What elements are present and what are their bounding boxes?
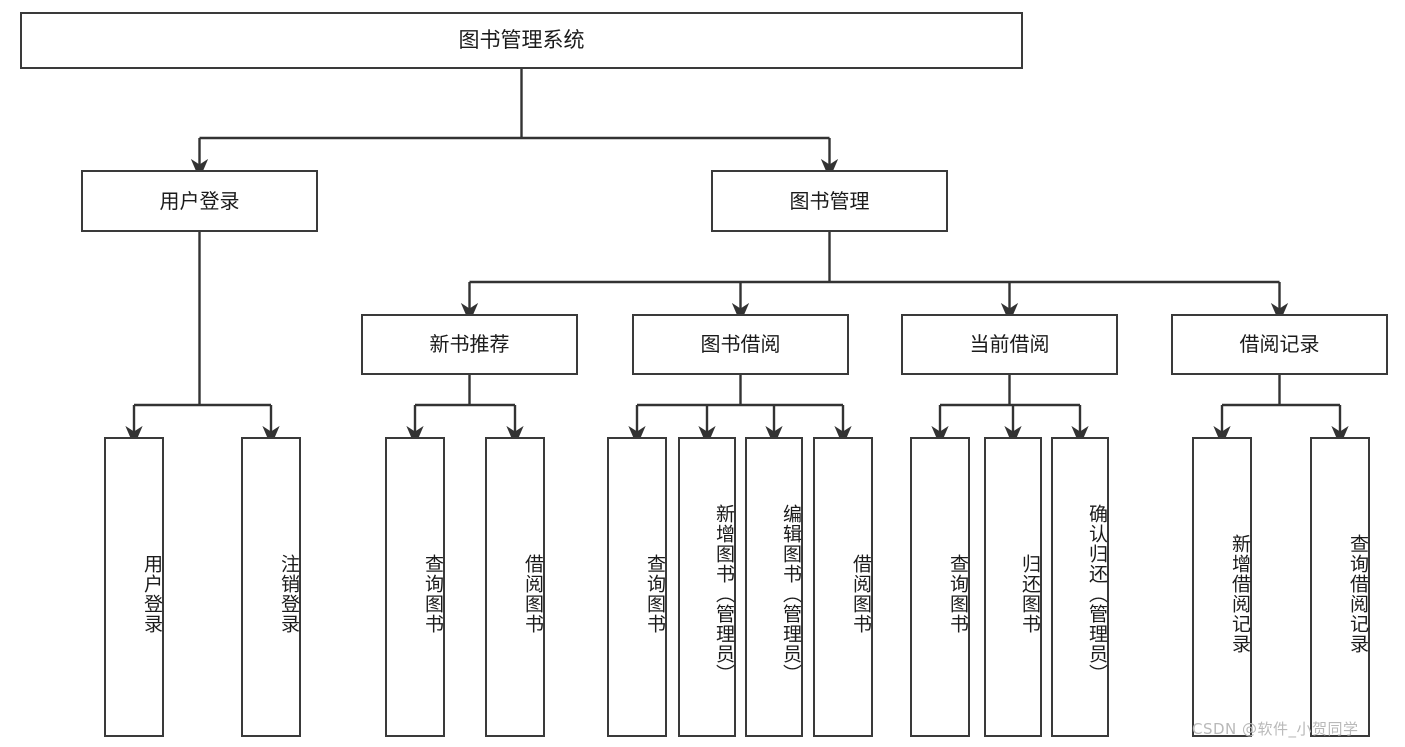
node-user-login[interactable]: 用户登录 bbox=[81, 170, 318, 232]
node-new-book-recommend[interactable]: 新书推荐 bbox=[361, 314, 578, 375]
node-leaf-borrow-book-2-label: 借阅图书 bbox=[850, 554, 872, 634]
node-leaf-edit-book-label: 编辑图书（管理员） bbox=[780, 504, 802, 684]
node-leaf-confirm-return[interactable]: 确认归还（管理员） bbox=[1051, 437, 1109, 737]
node-book-manage-label: 图书管理 bbox=[789, 188, 870, 213]
node-leaf-user-login-label: 用户登录 bbox=[141, 554, 163, 634]
node-leaf-query-record-label: 查询借阅记录 bbox=[1347, 534, 1369, 654]
node-leaf-query-book-2-label: 查询图书 bbox=[644, 554, 666, 634]
node-leaf-logout[interactable]: 注销登录 bbox=[241, 437, 301, 737]
node-leaf-confirm-return-label: 确认归还（管理员） bbox=[1086, 504, 1108, 684]
node-leaf-add-record-label: 新增借阅记录 bbox=[1229, 534, 1251, 654]
node-leaf-user-login[interactable]: 用户登录 bbox=[104, 437, 164, 737]
node-leaf-query-record[interactable]: 查询借阅记录 bbox=[1310, 437, 1370, 737]
node-leaf-logout-label: 注销登录 bbox=[278, 554, 300, 634]
node-leaf-add-book[interactable]: 新增图书（管理员） bbox=[678, 437, 736, 737]
node-leaf-query-book-3[interactable]: 查询图书 bbox=[910, 437, 970, 737]
node-new-book-recommend-label: 新书推荐 bbox=[429, 332, 510, 357]
node-leaf-query-book-3-label: 查询图书 bbox=[947, 554, 969, 634]
node-book-borrow[interactable]: 图书借阅 bbox=[632, 314, 849, 375]
node-leaf-add-record[interactable]: 新增借阅记录 bbox=[1192, 437, 1252, 737]
node-current-borrow[interactable]: 当前借阅 bbox=[901, 314, 1118, 375]
node-leaf-borrow-book-2[interactable]: 借阅图书 bbox=[813, 437, 873, 737]
node-leaf-query-book-2[interactable]: 查询图书 bbox=[607, 437, 667, 737]
csdn-watermark: CSDN @软件_小贺同学 bbox=[1192, 720, 1359, 738]
node-leaf-edit-book[interactable]: 编辑图书（管理员） bbox=[745, 437, 803, 737]
node-leaf-query-book-1[interactable]: 查询图书 bbox=[385, 437, 445, 737]
node-leaf-return-book-label: 归还图书 bbox=[1019, 554, 1041, 634]
node-book-manage[interactable]: 图书管理 bbox=[711, 170, 948, 232]
node-book-borrow-label: 图书借阅 bbox=[700, 332, 781, 357]
node-root-label: 图书管理系统 bbox=[458, 27, 585, 52]
node-user-login-label: 用户登录 bbox=[159, 188, 240, 213]
node-leaf-query-book-1-label: 查询图书 bbox=[422, 554, 444, 634]
node-root[interactable]: 图书管理系统 bbox=[20, 12, 1023, 69]
node-current-borrow-label: 当前借阅 bbox=[969, 332, 1050, 357]
node-borrow-record-label: 借阅记录 bbox=[1239, 332, 1320, 357]
node-leaf-borrow-book-1-label: 借阅图书 bbox=[522, 554, 544, 634]
node-leaf-borrow-book-1[interactable]: 借阅图书 bbox=[485, 437, 545, 737]
node-leaf-return-book[interactable]: 归还图书 bbox=[984, 437, 1042, 737]
node-borrow-record[interactable]: 借阅记录 bbox=[1171, 314, 1388, 375]
node-leaf-add-book-label: 新增图书（管理员） bbox=[713, 504, 735, 684]
